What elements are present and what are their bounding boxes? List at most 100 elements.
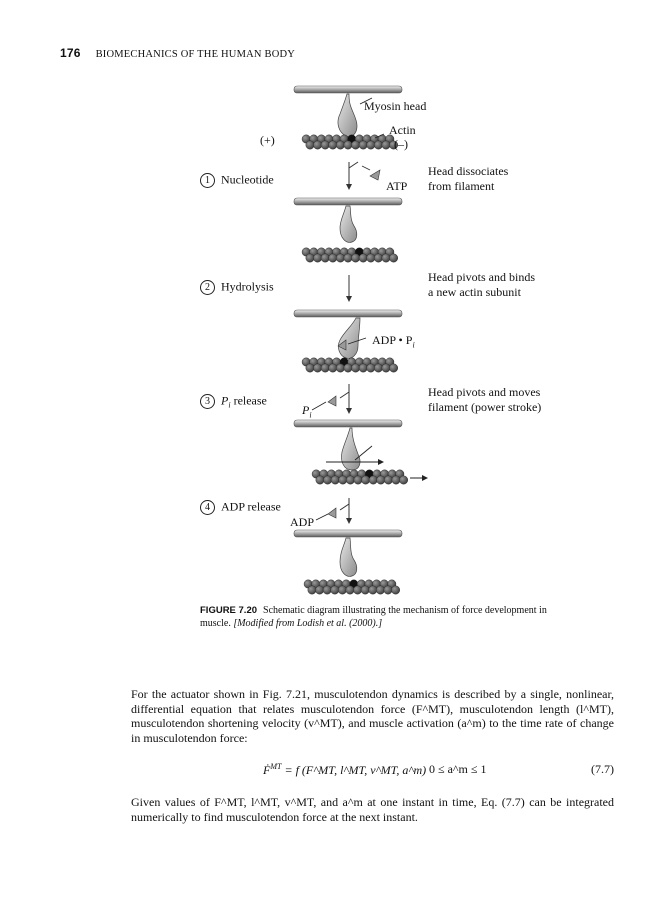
myosin-head <box>341 427 361 471</box>
actin-subunit <box>383 475 393 485</box>
actin-subunit <box>351 253 360 263</box>
actin-subunit <box>368 475 378 485</box>
actin-subunit <box>335 363 345 373</box>
actin-subunit <box>375 585 385 595</box>
actin-subunit <box>389 363 398 373</box>
actin-subunit <box>343 140 353 150</box>
actin-subunit <box>313 140 322 150</box>
actin-subunit <box>320 363 330 373</box>
actin-subunit <box>391 585 400 595</box>
stage-4-diagram <box>293 419 428 485</box>
running-title: BIOMECHANICS OF THE HUMAN BODY <box>95 49 296 60</box>
minus-end-label: (–) <box>394 137 408 151</box>
actin-subunit <box>322 585 332 595</box>
paragraph-2: Given values of F^MT, l^MT, v^MT, and a^… <box>131 795 614 824</box>
pi-label: Pi <box>302 403 312 420</box>
actin-subunit <box>307 585 317 595</box>
actin-subunit <box>391 475 401 485</box>
actin-subunit <box>320 253 330 263</box>
actin-subunit <box>358 363 368 373</box>
actin-subunit <box>358 140 368 150</box>
actin-subunit <box>328 363 338 373</box>
atp-label: ATP <box>386 179 408 193</box>
actin-subunit <box>337 585 347 595</box>
stage-1-diagram <box>293 85 403 150</box>
actin-subunit <box>345 585 355 595</box>
actin-subunit <box>376 475 386 485</box>
transition-arrow-2 <box>346 275 352 302</box>
adp-pi-molecule <box>337 339 347 351</box>
page-header: 176 BIOMECHANICS OF THE HUMAN BODY <box>60 46 295 60</box>
actin-subunit <box>335 253 345 263</box>
atp-molecule <box>369 169 381 181</box>
actin-subunit <box>389 140 398 150</box>
actin-subunit <box>328 253 338 263</box>
actin-subunit <box>330 475 340 485</box>
myosin-head <box>338 317 361 359</box>
actin-filament <box>303 579 400 595</box>
actin-subunit <box>366 363 376 373</box>
equation-body: ḞMT = f (F^MT, l^MT, v^MT, a^m) <box>263 762 427 777</box>
actin-subunit <box>315 585 324 595</box>
transition-arrow-1 <box>346 161 381 190</box>
stage-5-diagram <box>293 529 403 595</box>
actin-subunit <box>373 140 383 150</box>
actin-subunit <box>315 475 325 485</box>
muscle-crossbridge-figure <box>293 85 428 595</box>
actin-subunit <box>320 140 330 150</box>
actin-subunit <box>330 585 340 595</box>
transition-arrow-4 <box>315 498 352 524</box>
actin-subunit <box>353 585 362 595</box>
page-number: 176 <box>60 46 81 60</box>
actin-subunit <box>305 363 315 373</box>
adp-pi-label: ADP • Pi <box>372 333 415 350</box>
actin-subunit <box>343 363 353 373</box>
actin-subunit <box>366 140 376 150</box>
actin-subunit <box>361 475 370 485</box>
actin-subunit <box>353 475 363 485</box>
actin-subunit <box>368 585 378 595</box>
equation-number: (7.7) <box>591 762 614 776</box>
plus-end-label: (+) <box>260 133 275 147</box>
myosin-head-label: Myosin head <box>364 99 427 113</box>
actin-subunit <box>399 475 408 485</box>
actin-subunit <box>328 140 338 150</box>
equation-condition: 0 ≤ a^m ≤ 1 <box>429 762 487 776</box>
actin-subunit <box>323 475 332 485</box>
transition-arrow-3 <box>311 384 352 414</box>
adp-label: ADP <box>290 515 315 529</box>
actin-subunit <box>366 253 376 263</box>
myosin-head <box>339 205 358 243</box>
adp-molecule <box>327 507 337 519</box>
actin-subunit <box>381 140 391 150</box>
actin-filament <box>301 134 398 150</box>
actin-subunit <box>381 363 391 373</box>
actin-subunit <box>373 363 383 373</box>
stage-3-diagram <box>293 309 403 373</box>
actin-subunit <box>351 140 360 150</box>
paragraph-1: For the actuator shown in Fig. 7.21, mus… <box>131 687 614 745</box>
actin-subunit <box>335 140 345 150</box>
actin-filament <box>301 247 398 263</box>
actin-subunit <box>345 475 355 485</box>
actin-subunit <box>389 253 398 263</box>
actin-subunit <box>313 363 322 373</box>
actin-subunit <box>338 475 348 485</box>
actin-subunit <box>305 140 315 150</box>
actin-label: Actin <box>389 123 416 137</box>
myosin-head <box>337 93 358 138</box>
actin-subunit <box>305 253 315 263</box>
myosin-head <box>339 537 358 577</box>
actin-subunit <box>343 253 353 263</box>
actin-subunit <box>383 585 393 595</box>
pi-molecule <box>327 395 337 407</box>
stage-2-diagram <box>293 197 403 263</box>
actin-subunit <box>381 253 391 263</box>
